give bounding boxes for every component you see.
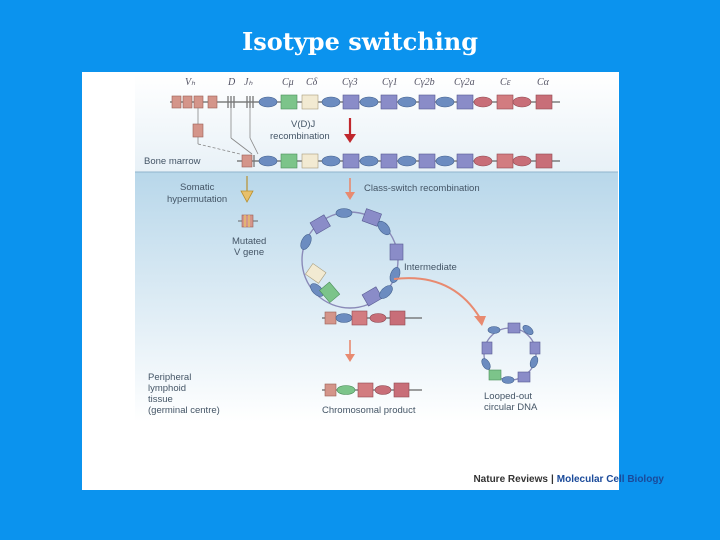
gene-label-cdelta: Cδ (306, 77, 318, 88)
gene-label-row: Vₕ D Jₕ Cμ Cδ Cγ3 Cγ1 Cγ2b Cγ2a Cε Cα (185, 77, 550, 88)
figure-panel: Vₕ D Jₕ Cμ Cδ Cγ3 Cγ1 Cγ2b Cγ2a Cε Cα (82, 72, 619, 490)
credit-publisher: Nature Reviews (473, 474, 548, 485)
gene-label-cepsilon: Cε (500, 77, 511, 88)
gene-label-cgamma3: Cγ3 (342, 77, 358, 88)
peripheral-label-line3: tissue (148, 394, 173, 405)
vdj-recombination-arrow (344, 118, 356, 143)
vdj-label-line2: recombination (270, 131, 330, 142)
gene-label-jh: Jₕ (244, 77, 253, 88)
mutated-label-line1: Mutated (232, 236, 266, 247)
somatic-label-line1: Somatic (180, 182, 215, 193)
mutated-label-line2: V gene (234, 247, 264, 258)
intermediate-label: Intermediate (404, 262, 457, 273)
germline-locus (170, 94, 560, 110)
mutated-v-segment (238, 214, 258, 228)
peripheral-label-line2: lymphoid (148, 383, 186, 394)
vdj-label-line1: V(D)J (291, 119, 316, 130)
gene-label-vh: Vₕ (185, 77, 196, 88)
chromosomal-product-label: Chromosomal product (322, 405, 416, 416)
peripheral-label-line1: Peripheral (148, 372, 191, 383)
bone-marrow-label: Bone marrow (144, 156, 201, 167)
excision-curved-arrow (393, 277, 486, 326)
looped-label-line1: Looped-out (484, 391, 532, 402)
looped-out-circle (481, 322, 541, 384)
vh-segment-selected (192, 123, 204, 138)
class-switch-arrow (345, 178, 355, 200)
peripheral-label-line4: (germinal centre) (148, 405, 220, 416)
gene-label-calpha: Cα (537, 77, 550, 88)
slide-title: Isotype switching (242, 27, 478, 56)
gene-label-cmu: Cμ (282, 77, 294, 88)
product-arrow (345, 340, 355, 362)
gene-label-cgamma1: Cγ1 (382, 77, 398, 88)
class-switch-label: Class-switch recombination (364, 183, 480, 194)
somatic-label-line2: hypermutation (167, 194, 227, 205)
looped-label-line2: circular DNA (484, 402, 538, 413)
vdj-connectors (197, 108, 259, 155)
intermediate-loop (300, 208, 404, 309)
isotype-switching-diagram: Vₕ D Jₕ Cμ Cδ Cγ3 Cγ1 Cγ2b Cγ2a Cε Cα (135, 74, 618, 422)
chromosomal-product-locus (322, 382, 422, 398)
rearranged-locus (237, 153, 560, 169)
figure-credit: Nature Reviews|Molecular Cell Biology (473, 474, 664, 485)
credit-separator: | (550, 474, 554, 485)
pre-excision-locus (322, 310, 422, 326)
gene-label-d: D (227, 77, 236, 88)
credit-journal: Molecular Cell Biology (556, 474, 664, 485)
somatic-hypermutation-arrow (240, 176, 254, 203)
gene-label-cgamma2b: Cγ2b (414, 77, 435, 88)
gene-label-cgamma2a: Cγ2a (454, 77, 475, 88)
